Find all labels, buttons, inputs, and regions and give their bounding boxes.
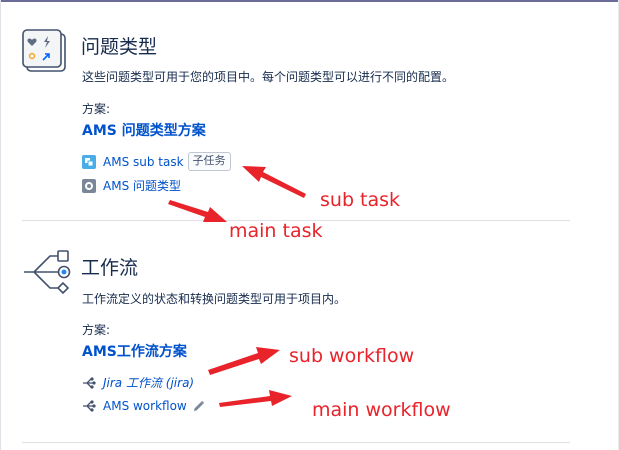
issue-type-item-subtask[interactable]: AMS sub task 子任务 — [82, 152, 231, 171]
annotation-arrow — [208, 347, 280, 375]
workflow-label: Jira 工作流 (jira) — [103, 376, 195, 390]
section-divider — [22, 220, 570, 221]
subtask-icon — [82, 154, 96, 169]
workflow-label: AMS workflow — [103, 399, 187, 413]
issue-types-title: 问题类型 — [81, 36, 158, 58]
section-divider — [22, 442, 570, 443]
annotation-sub-workflow: sub workflow — [289, 345, 415, 367]
workflow-icon — [82, 376, 96, 390]
workflows-description: 工作流定义的状态和转换问题类型可用于项目内。 — [82, 292, 347, 306]
workflow-item-jira[interactable]: Jira 工作流 (jira) — [82, 374, 194, 391]
annotation-main-task: main task — [229, 220, 323, 242]
workflow-scheme-link[interactable]: AMS工作流方案 — [82, 344, 187, 360]
issue-type-label: AMS 问题类型 — [103, 179, 181, 193]
annotation-arrow — [168, 200, 227, 222]
issue-types-icon — [22, 29, 68, 77]
workflow-icon — [82, 399, 96, 413]
workflows-scheme-label: 方案: — [82, 323, 111, 337]
issue-type-icon — [82, 178, 96, 193]
workflow-item-ams[interactable]: AMS workflow — [82, 399, 205, 413]
workflows-title: 工作流 — [81, 257, 139, 279]
pencil-icon[interactable] — [192, 400, 205, 413]
issue-type-label: AMS sub task — [103, 154, 184, 169]
annotation-sub-task: sub task — [320, 189, 401, 211]
annotation-main-workflow: main workflow — [312, 399, 451, 421]
annotation-arrow — [242, 166, 306, 198]
workflows-icon — [20, 248, 72, 298]
left-border — [0, 0, 1, 450]
annotation-arrow — [219, 390, 292, 407]
issue-type-item-main[interactable]: AMS 问题类型 — [82, 177, 181, 194]
issue-types-scheme-label: 方案: — [82, 102, 111, 116]
subtask-badge: 子任务 — [187, 152, 231, 171]
issue-types-description: 这些问题类型可用于您的项目中。每个问题类型可以进行不同的配置。 — [82, 70, 455, 84]
top-border — [0, 0, 619, 2]
issue-type-scheme-link[interactable]: AMS 问题类型方案 — [82, 123, 206, 139]
